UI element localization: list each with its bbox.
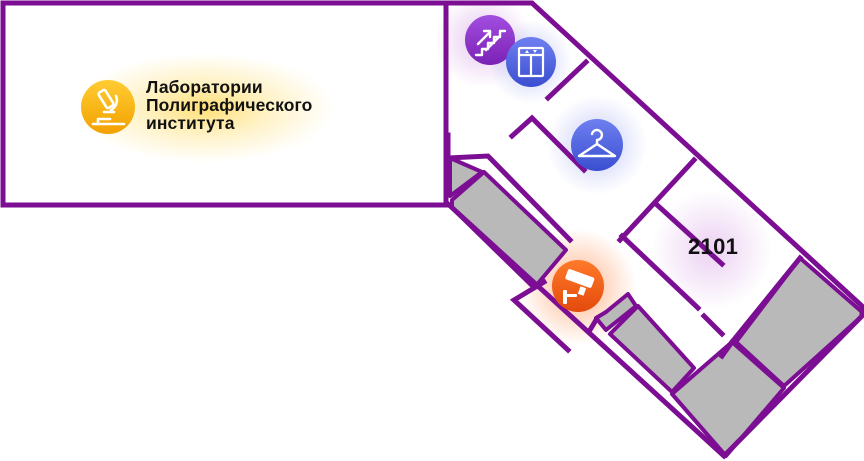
service-area-4 [608,304,696,394]
laboratories-label-line-2: Полиграфического [146,94,313,115]
security-camera-icon[interactable] [552,260,604,312]
wall-segment [509,278,572,354]
service-area-1 [448,156,484,198]
service-area-3 [594,292,638,332]
room-number-label[interactable]: 2101 [688,234,739,259]
elevator-icon[interactable] [506,37,556,87]
wall-segment [728,254,804,346]
wall-segment [544,58,590,102]
lab-glow [75,53,335,163]
microscope-icon[interactable] [81,80,135,134]
wall-segment [508,114,588,174]
wall-segment [700,312,726,338]
service-area-2 [450,170,568,290]
wall-segment [618,232,702,312]
laboratories-label-line-3: института [146,112,235,133]
wall-segment [616,156,698,244]
stairs-icon[interactable] [465,15,515,65]
room-2101-glow [652,190,772,310]
wall-segment [445,153,574,244]
laboratories-label: Лаборатории Полиграфического института [146,77,313,133]
wall-segment [652,200,726,268]
laboratories-label-line-1: Лаборатории [146,77,263,97]
wall-segment [586,316,600,334]
outer-wall [443,0,864,460]
coat-hanger-icon[interactable] [571,119,623,171]
wall-segment [718,338,736,360]
